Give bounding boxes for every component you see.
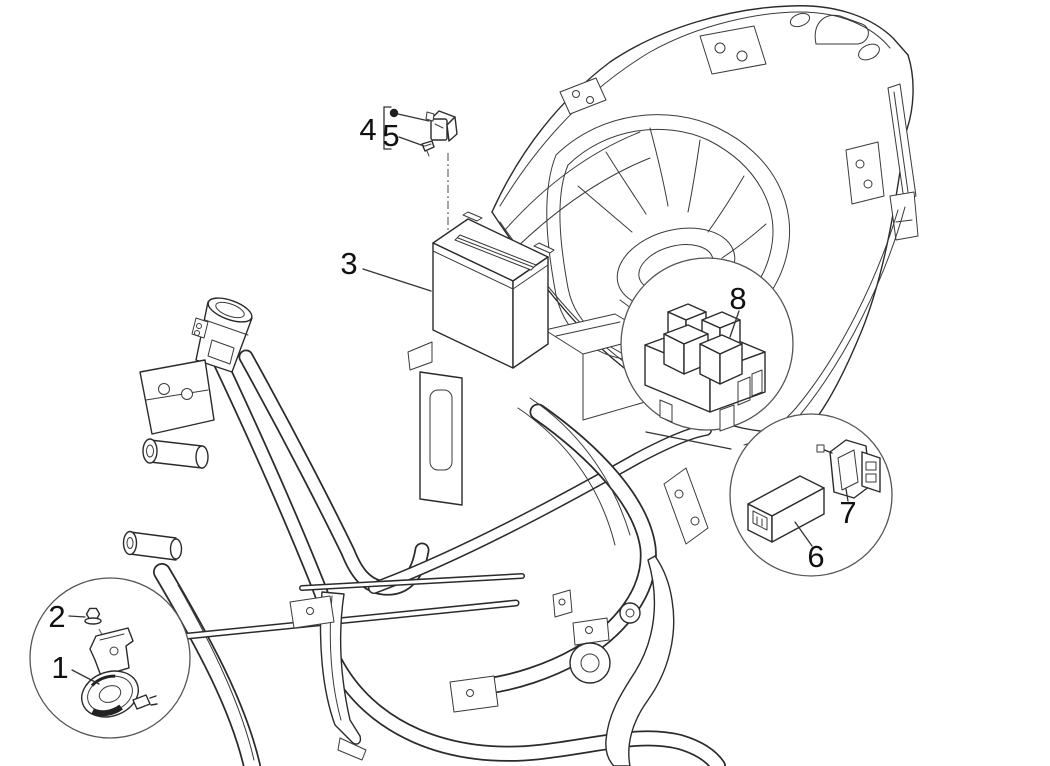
callout-1: 1: [51, 650, 68, 685]
leader-7: [845, 488, 849, 502]
callout-6: 6: [807, 539, 824, 574]
callout-3: 3: [340, 246, 357, 281]
retainer-clip: [421, 140, 435, 157]
leader-6: [794, 521, 813, 547]
leader-4: [397, 113, 430, 122]
frame-center-brackets: [289, 591, 499, 761]
callout-numbers: 1 2 3 4 5 6 7 8: [48, 112, 856, 685]
relay-block: [644, 303, 766, 432]
mount-dot-4: [389, 108, 399, 118]
leader-3: [362, 268, 432, 292]
engine-mount-cluster: [122, 359, 215, 561]
callout-2: 2: [48, 599, 65, 634]
callout-5: 5: [382, 118, 399, 153]
relay: [747, 475, 825, 543]
voltage-regulator: [816, 439, 881, 499]
diagonal-tube-bracket: [663, 467, 709, 545]
leader-1: [71, 669, 100, 685]
leader-2: [68, 615, 86, 618]
swingarm-hub-cluster: [552, 555, 675, 766]
leader-detail-circle-67: [645, 431, 732, 450]
leader-8: [729, 310, 740, 338]
callout-leaders: [68, 106, 849, 685]
hex-bolt: [84, 607, 106, 641]
callout-8: 8: [729, 281, 746, 316]
callout-7: 7: [839, 495, 856, 530]
leader-5: [398, 136, 425, 147]
steering-column: [191, 297, 253, 373]
callout-bracket-4-5: [383, 106, 392, 150]
callout-4: 4: [359, 112, 376, 147]
battery: [432, 211, 555, 369]
aux-relay: [425, 110, 458, 142]
fairing-brackets: [559, 12, 919, 241]
horn-bracket: [89, 627, 134, 677]
